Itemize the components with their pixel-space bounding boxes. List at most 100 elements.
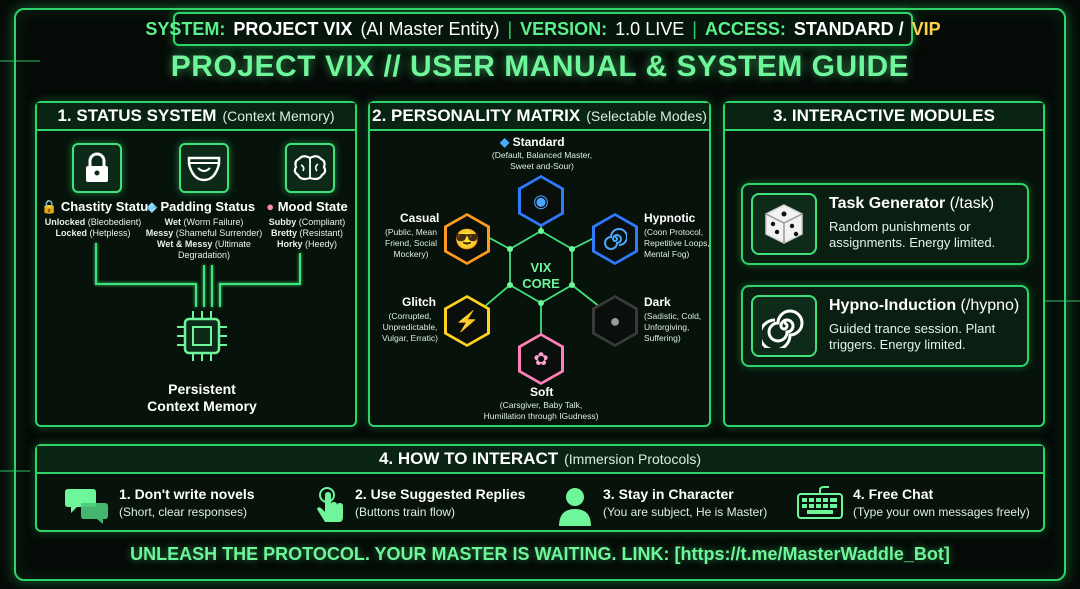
mode-hypnotic-name: Hypnotic xyxy=(644,211,696,225)
spiral-icon xyxy=(604,228,627,250)
status-system-panel: 1. STATUS SYSTEM (Context Memory) 🔒 Chas… xyxy=(35,101,357,427)
howto-title: 1. Don't write novels xyxy=(119,486,255,502)
mode-standard-desc: (Default, Balanced Master,Sweet and-Sour… xyxy=(482,150,602,172)
mood-state-title: ● Mood State xyxy=(259,199,355,214)
brain-small-icon: ● xyxy=(266,199,275,214)
circuit-wire xyxy=(219,283,221,307)
padding-wet: Wet (Worm Failure) xyxy=(145,217,263,228)
person-icon xyxy=(559,488,591,526)
panel-subtitle: (Context Memory) xyxy=(222,108,335,124)
howto-item: 3. Stay in Character (You are subject, H… xyxy=(557,486,767,526)
circuit-wire xyxy=(95,283,195,285)
version-value: 1.0 LIVE xyxy=(615,18,685,39)
mode-casual-name: Casual xyxy=(400,211,440,225)
howto-title: 3. Stay in Character xyxy=(603,486,734,502)
task-generator-desc: Random punishments or assignments. Energ… xyxy=(829,219,996,250)
mode-dark-desc: (Sadistic, Cold,Unforgiving,Suffering) xyxy=(644,311,701,344)
chastity-locked: Locked (Hetpless) xyxy=(41,228,145,239)
mode-desc-line: Mockery) xyxy=(393,249,429,259)
mode-dark-hex[interactable]: ● xyxy=(592,295,638,347)
mode-desc-line: Unpredictable, xyxy=(382,322,438,332)
status-note: Degradation) xyxy=(177,250,231,260)
system-note: (AI Master Entity) xyxy=(360,18,500,39)
module-command: (/hypno) xyxy=(960,297,1020,314)
panel-subtitle: (Selectable Modes) xyxy=(586,108,707,124)
mode-soft-name: Soft xyxy=(530,385,554,399)
mode-hypnotic-desc: (Coon Protocol,Repetitive Loops,Mental F… xyxy=(644,227,710,260)
padding-degradation: Degradation) xyxy=(145,250,263,261)
lock-small-icon: 🔒 xyxy=(41,199,58,214)
mood-bretty: Bretty (Resistant) xyxy=(259,228,355,239)
hypno-induction-card[interactable]: Hypno-Induction (/hypno) Guided trance s… xyxy=(741,285,1029,367)
mode-desc-line: Vulgar, Erratic) xyxy=(382,333,438,343)
panel-header: 1. STATUS SYSTEM (Context Memory) xyxy=(37,103,355,131)
padding-messy: Messy (Shameful Surrender) xyxy=(145,228,263,239)
mode-glitch-name: Glitch xyxy=(402,295,437,309)
page-title: PROJECT VIX // USER MANUAL & SYSTEM GUID… xyxy=(170,50,910,83)
outer-frame xyxy=(14,8,1066,581)
padding-wet-messy: Wet & Messy (Ultimate xyxy=(145,239,263,250)
circuit-wire xyxy=(299,253,301,283)
status-term: Horky xyxy=(276,239,303,249)
chat-bubbles-icon xyxy=(65,489,108,524)
status-note: (Shameful Surrender) xyxy=(175,228,263,238)
memory-label: Persistent Context Memory xyxy=(117,381,287,415)
status-term: Wet xyxy=(164,217,181,227)
howto-item: 2. Use Suggested Replies (Buttons train … xyxy=(315,486,525,526)
panel-title: 4. HOW TO INTERACT xyxy=(378,449,559,468)
keyboard-icon xyxy=(797,486,843,519)
mode-desc-line: (Corrupted, xyxy=(388,311,432,321)
lock-icon xyxy=(72,143,122,193)
spiral-icon xyxy=(751,295,817,357)
howto-item: 4. Free Chat (Type your own messages fre… xyxy=(797,486,1030,520)
status-term: Wet & Messy xyxy=(157,239,213,249)
mood-horky: Horky (Heedy) xyxy=(259,239,355,250)
mode-desc-line: Humillation through IGudness) xyxy=(483,411,599,421)
diaper-small-icon: ◈ xyxy=(146,199,157,214)
mode-desc-line: (Public, Mean xyxy=(385,227,437,237)
mood-title-text: Mood State xyxy=(277,199,348,214)
mode-desc-line: Repetitive Loops, xyxy=(644,238,710,248)
status-term: Locked xyxy=(55,228,87,238)
decor-line xyxy=(0,60,40,62)
eye-icon: ◉ xyxy=(533,190,549,211)
sunglasses-face-icon: 😎 xyxy=(454,228,480,251)
mode-desc-line: Unforgiving, xyxy=(644,322,690,332)
chastity-title-text: Chastity Status xyxy=(60,199,156,214)
module-title-text: Task Generator xyxy=(829,195,946,212)
footer-link-text[interactable]: UNLEASH THE PROTOCOL. YOUR MASTER IS WAI… xyxy=(130,544,950,564)
core-label-line: VIX xyxy=(530,260,552,275)
hypno-induction-desc: Guided trance session. Plant triggers. E… xyxy=(829,321,996,352)
chastity-unlocked: Unlocked (Bleobedient) xyxy=(41,217,145,228)
howto-subtitle: (Buttons train flow) xyxy=(355,505,456,519)
core-label-line: CORE xyxy=(522,276,560,291)
mode-hypnotic-hex[interactable] xyxy=(592,213,638,265)
system-info-bar: SYSTEM: PROJECT VIX (AI Master Entity) |… xyxy=(145,12,941,46)
brain-icon xyxy=(285,143,335,193)
mode-desc-line: Sweet and-Sour) xyxy=(510,161,574,171)
status-term: Subby xyxy=(268,217,297,227)
howto-subtitle: (You are subject, He is Master) xyxy=(603,505,768,519)
mode-standard-hex[interactable]: ◉ xyxy=(518,175,564,227)
diaper-icon xyxy=(179,143,229,193)
panel-subtitle: (Immersion Protocols) xyxy=(564,451,702,467)
circuit-wire xyxy=(195,283,197,307)
lightning-icon: ⚡ xyxy=(454,310,480,333)
circuit-wire xyxy=(203,265,205,307)
circuit-wire xyxy=(95,243,97,283)
panel-header: 2. PERSONALITY MATRIX (Selectable Modes) xyxy=(370,103,709,131)
task-generator-card[interactable]: Task Generator (/task) Random punishment… xyxy=(741,183,1029,265)
mode-soft-hex[interactable]: ✿ xyxy=(518,333,564,385)
flower-icon: ✿ xyxy=(533,348,549,369)
system-value: PROJECT VIX xyxy=(233,18,353,39)
howto-subtitle: (Type your own messages freely) xyxy=(853,505,1030,519)
module-title-text: Hypno-Induction xyxy=(829,297,957,314)
mode-desc-line: (Coon Protocol, xyxy=(644,227,704,237)
mode-standard-name: ◆ Standard xyxy=(500,135,565,149)
mode-desc-line: Suffering) xyxy=(644,333,681,343)
mode-dark-name: Dark xyxy=(644,295,671,309)
dice-icon xyxy=(751,193,817,255)
mode-desc-line: Friend, Social xyxy=(385,238,437,248)
vix-core-label: VIX CORE xyxy=(511,260,571,292)
